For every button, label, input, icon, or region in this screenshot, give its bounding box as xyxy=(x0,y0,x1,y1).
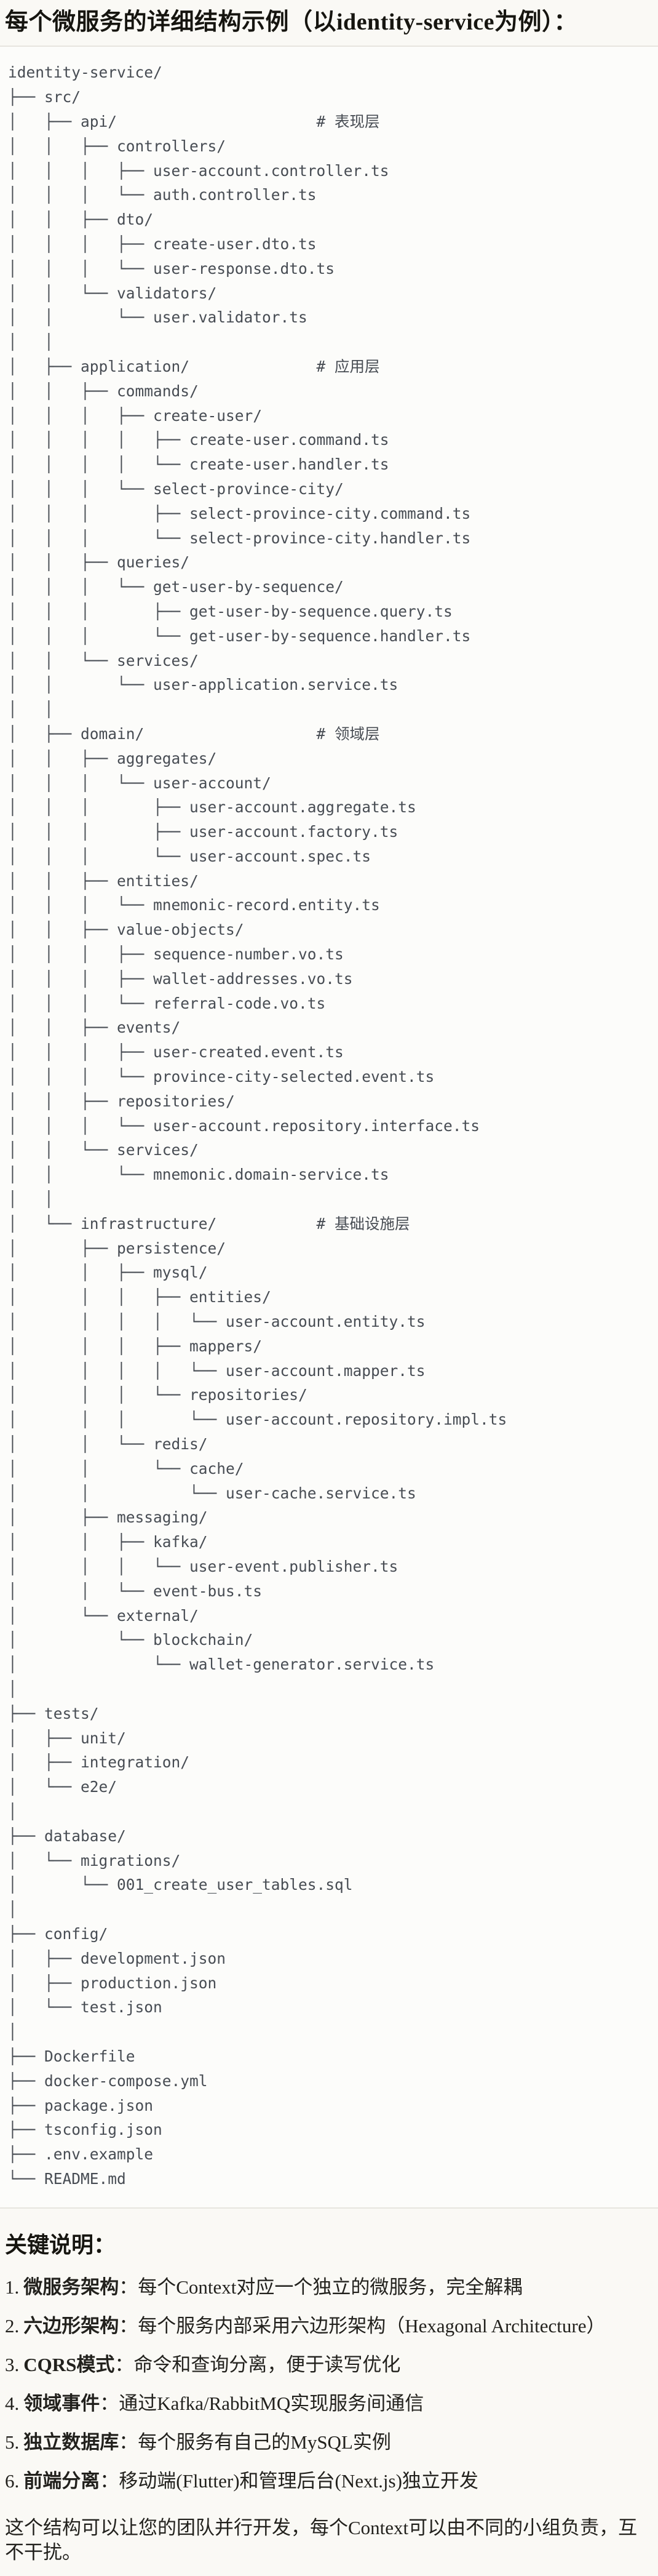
page-title: 每个微服务的详细结构示例（以identity-service为例）： xyxy=(5,9,578,35)
list-item-separator: ： xyxy=(119,2276,138,2298)
list-item-term: CQRS模式 xyxy=(23,2353,115,2375)
list-item-text: 命令和查询分离，便于读写优化 xyxy=(133,2353,401,2375)
list-item-number: 3. xyxy=(5,2353,20,2375)
list-item-separator: ： xyxy=(119,2431,138,2453)
list-item-number: 5. xyxy=(5,2431,20,2453)
list-item-separator: ： xyxy=(114,2353,134,2375)
list-item-number: 2. xyxy=(5,2314,20,2337)
list-item: 1.微服务架构：每个Context对应一个独立的微服务，完全解耦 xyxy=(5,2275,652,2300)
list-item-term: 领域事件 xyxy=(23,2392,100,2414)
closing-paragraph: 这个结构可以让您的团队并行开发，每个Context可以由不同的小组负责，互不干扰… xyxy=(5,2516,638,2563)
list-item-number: 6. xyxy=(5,2470,20,2492)
notes-section: 关键说明： 1.微服务架构：每个Context对应一个独立的微服务，完全解耦 2… xyxy=(0,2209,658,2576)
list-item-separator: ： xyxy=(119,2314,138,2337)
list-item-term: 六边形架构 xyxy=(23,2314,119,2337)
code-block: identity-service/ ├── src/ │ ├── api/ # … xyxy=(0,46,658,2209)
list-item: 6.前端分离：移动端(Flutter)和管理后台(Next.js)独立开发 xyxy=(5,2469,652,2494)
document-header: 每个微服务的详细结构示例（以identity-service为例）： xyxy=(0,0,658,38)
list-item-term: 独立数据库 xyxy=(23,2431,119,2453)
list-item-text: 每个服务有自己的MySQL实例 xyxy=(138,2431,391,2453)
directory-tree: identity-service/ ├── src/ │ ├── api/ # … xyxy=(8,63,507,2188)
list-item-text: 每个Context对应一个独立的微服务，完全解耦 xyxy=(138,2276,523,2298)
list-item: 5.独立数据库：每个服务有自己的MySQL实例 xyxy=(5,2430,652,2455)
list-item: 3.CQRS模式：命令和查询分离，便于读写优化 xyxy=(5,2353,652,2377)
notes-heading: 关键说明： xyxy=(5,2232,116,2257)
list-item-term: 微服务架构 xyxy=(23,2276,119,2298)
list-item-number: 4. xyxy=(5,2392,20,2414)
list-item-separator: ： xyxy=(100,2392,119,2414)
list-item-term: 前端分离 xyxy=(23,2470,100,2492)
list-item-text: 移动端(Flutter)和管理后台(Next.js)独立开发 xyxy=(119,2470,478,2492)
list-item-text: 每个服务内部采用六边形架构（Hexagonal Architecture） xyxy=(138,2314,606,2337)
list-item: 4.领域事件：通过Kafka/RabbitMQ实现服务间通信 xyxy=(5,2391,652,2416)
list-item-separator: ： xyxy=(100,2470,119,2492)
list-item-number: 1. xyxy=(5,2276,20,2298)
list-item-text: 通过Kafka/RabbitMQ实现服务间通信 xyxy=(119,2392,424,2414)
list-item: 2.六边形架构：每个服务内部采用六边形架构（Hexagonal Architec… xyxy=(5,2314,652,2338)
